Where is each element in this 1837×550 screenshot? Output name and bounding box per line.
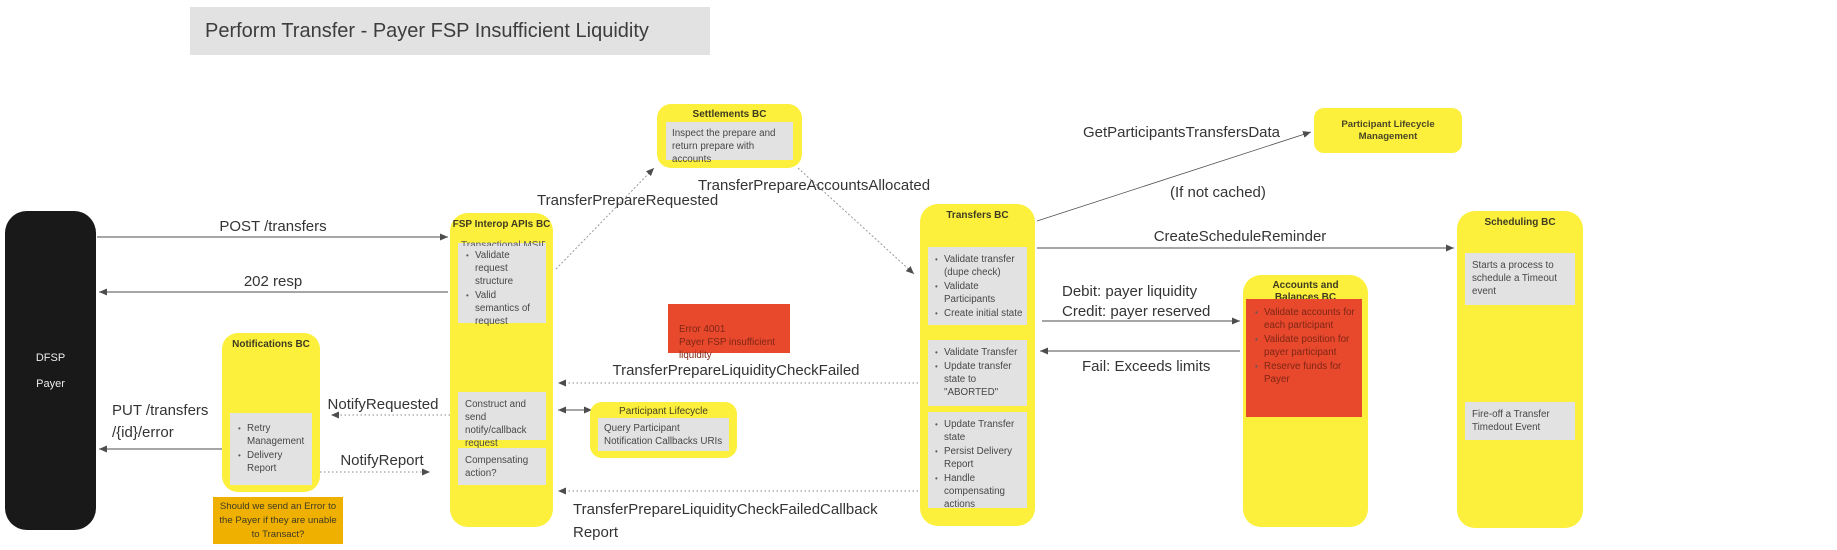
fsp-compensating-text: Compensating action? [465, 455, 529, 479]
transfers-step3-note: Update Transfer state Persist Delivery R… [928, 412, 1027, 511]
bc-notifications-title: Notifications BC [232, 339, 310, 350]
list-item: Handle compensating actions [934, 472, 1023, 511]
list-item: Valid semantics of request [465, 289, 540, 328]
label-put-transfers-error: PUT /transfers /{id}/error [112, 400, 208, 444]
list-item: Validate Participants [934, 280, 1023, 306]
transfers-step3-list: Update Transfer state Persist Delivery R… [934, 418, 1023, 511]
list-item: Persist Delivery Report [934, 445, 1023, 471]
fsp-construct-note: Construct and send notify/callback reque… [458, 392, 546, 449]
scheduling-note1: Starts a process to schedule a Timeout e… [1465, 253, 1575, 305]
settlements-note: Inspect the prepare and return prepare w… [666, 122, 793, 165]
label-debit: Debit: payer liquidity [1062, 283, 1198, 300]
label-get-participants-transfers-data: GetParticipantsTransfersData [1083, 124, 1281, 141]
fsp-compensating-note: Compensating action? [458, 448, 546, 485]
list-item: Delivery Report [237, 449, 306, 475]
bc-transfers-title: Transfers BC [946, 210, 1009, 221]
label-notify-report: NotifyReport [340, 452, 424, 469]
label-liquidity-check-failed: TransferPrepareLiquidityCheckFailed [612, 362, 860, 379]
fsp-construct-text: Construct and send notify/callback reque… [465, 399, 527, 449]
settlements-note-text: Inspect the prepare and return prepare w… [672, 128, 776, 165]
question-note[interactable]: Should we send an Error to the Payer if … [213, 497, 343, 544]
error-4001-text: Error 4001 Payer FSP insufficient liquid… [679, 324, 776, 361]
label-notify-requested: NotifyRequested [327, 396, 439, 413]
list-item: Reserve funds for Payer [1254, 360, 1358, 386]
bc-fsp-interop-apis-title: FSP Interop APIs BC [452, 219, 551, 230]
notifications-note: Retry Management Delivery Report [230, 413, 312, 485]
scheduling-note1-text: Starts a process to schedule a Timeout e… [1472, 260, 1557, 297]
actor-label-payer: Payer [36, 377, 65, 390]
bc-settlements-title: Settlements BC [692, 109, 767, 120]
transfers-step2-note: Validate Transfer Update transfer state … [928, 340, 1027, 406]
list-item: Validate accounts for each participant [1254, 306, 1358, 332]
label-transfer-prepare-requested: TransferPrepareRequested [537, 192, 719, 209]
bc-plm-title: Participant Lifecycle Management [1341, 118, 1435, 142]
list-item: Validate transfer (dupe check) [934, 253, 1023, 279]
list-item: Validate Transfer [934, 346, 1023, 359]
participant-lifecycle-note-text: Query Participant Notification Callbacks… [604, 423, 723, 447]
accounts-balances-list: Validate accounts for each participant V… [1254, 306, 1358, 386]
label-post-transfers: POST /transfers [219, 218, 327, 235]
bc-accounts-balances-title: Accounts and Balances BC [1272, 280, 1339, 303]
transfers-step2-list: Validate Transfer Update transfer state … [934, 346, 1023, 399]
list-item: Validate position for payer participant [1254, 333, 1358, 359]
scheduling-note2: Fire-off a Transfer Timedout Event [1465, 402, 1575, 440]
arrow-transfer-prepare-requested [555, 167, 655, 270]
label-if-not-cached: (If not cached) [1170, 184, 1266, 201]
fsp-clipped-text: Transactional MSIDs [461, 240, 545, 246]
actor-dfsp-payer[interactable]: DFSP Payer [5, 211, 96, 530]
page-title: Perform Transfer - Payer FSP Insufficien… [190, 7, 710, 55]
label-202-resp: 202 resp [243, 273, 303, 290]
accounts-balances-note: Validate accounts for each participant V… [1246, 299, 1362, 417]
list-item: Create initial state [934, 307, 1023, 320]
bc-participant-lifecycle-management[interactable]: Participant Lifecycle Management [1314, 108, 1462, 153]
label-callback-line1: TransferPrepareLiquidityCheckFailedCallb… [573, 501, 878, 518]
transfers-step1-note: Validate transfer (dupe check) Validate … [928, 247, 1027, 325]
label-credit: Credit: payer reserved [1062, 303, 1211, 320]
fsp-validate-list: Validate request structure Valid semanti… [465, 249, 540, 328]
scheduling-note2-text: Fire-off a Transfer Timedout Event [1472, 409, 1550, 433]
label-put-line1: PUT /transfers [112, 402, 209, 419]
label-fail-exceeds-limits: Fail: Exceeds limits [1082, 358, 1211, 375]
question-note-text: Should we send an Error to the Payer if … [219, 500, 337, 540]
list-item: Update transfer state to "ABORTED" [934, 360, 1023, 399]
arrow-get-participants-transfers-data [1036, 131, 1312, 222]
label-put-line2: /{id}/error [112, 424, 174, 441]
fsp-validate-note: Validate request structure Valid semanti… [458, 243, 546, 327]
label-transfer-prepare-accounts-allocated: TransferPrepareAccountsAllocated [698, 177, 931, 194]
error-4001-note[interactable]: Error 4001 Payer FSP insufficient liquid… [668, 304, 790, 361]
bc-participant-lifecycle-title: Participant Lifecycle [619, 406, 708, 417]
participant-lifecycle-note: Query Participant Notification Callbacks… [598, 418, 729, 451]
actor-label-dfsp: DFSP [35, 351, 66, 364]
label-liquidity-check-failed-callback: TransferPrepareLiquidityCheckFailedCallb… [573, 498, 878, 544]
list-item: Retry Management [237, 422, 306, 448]
list-item: Validate request structure [465, 249, 540, 288]
list-item: Update Transfer state [934, 418, 1023, 444]
bc-scheduling-title: Scheduling BC [1484, 217, 1556, 228]
label-callback-line2: Report [573, 524, 619, 541]
label-create-schedule-reminder: CreateScheduleReminder [1153, 228, 1327, 245]
transfers-step1-list: Validate transfer (dupe check) Validate … [934, 253, 1023, 320]
notifications-list: Retry Management Delivery Report [237, 422, 306, 475]
